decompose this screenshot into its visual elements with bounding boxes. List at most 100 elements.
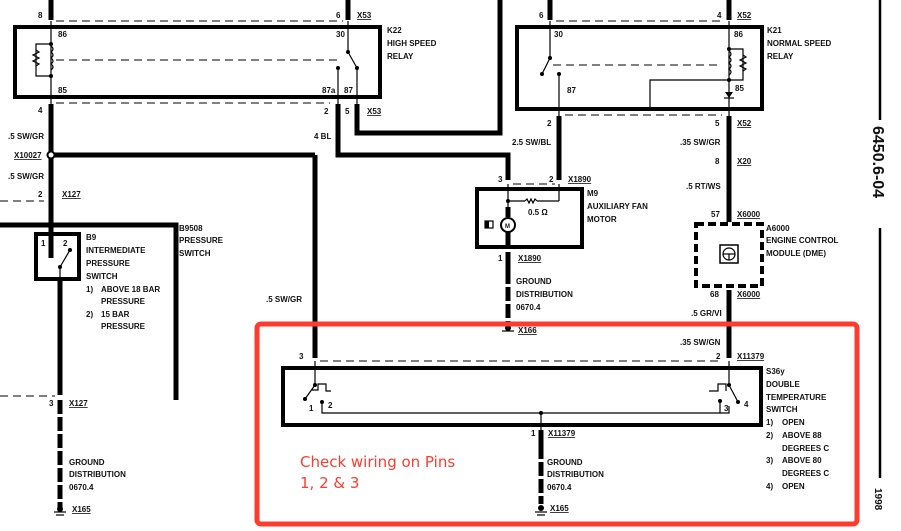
ground-right-line3: 0670.4 xyxy=(547,483,572,492)
k22-high-speed-relay xyxy=(13,0,511,180)
ground-mid-line2: DISTRIBUTION xyxy=(516,290,573,299)
highlight-box xyxy=(254,321,860,527)
m9-x1890-bottom: X1890 xyxy=(518,254,542,263)
x20-connector: X20 xyxy=(737,157,752,166)
k22-x53-bottom-connector: X53 xyxy=(367,107,382,116)
s36y-state-1-text: OPEN xyxy=(782,418,805,427)
ground-left-line1: GROUND xyxy=(69,458,105,467)
ground-mid-line3: 0670.4 xyxy=(516,303,541,312)
b9-id: B9 xyxy=(86,233,97,242)
wire-gr-vi: .5 GR/VI xyxy=(691,309,722,318)
page-year: 1998 xyxy=(872,488,883,511)
k21-pin-87-label: 87 xyxy=(567,86,576,95)
s36y-state-3-num: 3) xyxy=(766,456,773,465)
ground-right-line2: DISTRIBUTION xyxy=(547,470,604,479)
s36y-state-3-text2: DEGREES C xyxy=(782,469,829,478)
k21-85-conn-pin: 5 xyxy=(715,119,720,128)
k22-name-line1: HIGH SPEED xyxy=(387,39,437,48)
k22-pin-30-label: 30 xyxy=(336,30,345,39)
m9-auxiliary-fan-motor xyxy=(475,183,584,332)
k22-name-line2: RELAY xyxy=(387,52,414,61)
b9-state-1-num: 1) xyxy=(86,285,93,294)
wire-2-5-sw-bl: 2.5 SW/BL xyxy=(512,138,551,147)
k22-pin-86-label: 86 xyxy=(58,30,67,39)
k22-87a-conn-pin: 2 xyxy=(324,107,329,116)
s36y-state-4-text: OPEN xyxy=(782,482,805,491)
a6000-name-line2: MODULE (DME) xyxy=(766,249,826,258)
x127-connector-bottom: X127 xyxy=(69,399,88,408)
k22-pin-87-label: 87 xyxy=(344,86,353,95)
b9508-name-line2: SWITCH xyxy=(179,249,211,258)
s36y-state-1-num: 1) xyxy=(766,418,773,427)
motor-icon: M xyxy=(505,224,510,230)
a6000-name-line1: ENGINE CONTROL xyxy=(766,236,839,245)
a6000-id: A6000 xyxy=(766,224,790,233)
ground-left-x165: X165 xyxy=(72,505,91,514)
m9-conn-pin-3: 3 xyxy=(498,175,503,184)
k21-pin-30-label: 30 xyxy=(554,30,563,39)
b9-pin-2: 2 xyxy=(63,239,68,248)
k22-pin-87a-label: 87a xyxy=(322,86,336,95)
s36y-pin-4: 4 xyxy=(744,400,749,409)
k21-id: K21 xyxy=(767,26,782,35)
k21-86-conn-pin: 4 xyxy=(717,11,722,20)
a6000-pin-68: 68 xyxy=(710,290,719,299)
left-circuit xyxy=(0,104,315,516)
wire-rt-ws: .5 RT/WS xyxy=(686,182,721,191)
s36y-pin-3: 3 xyxy=(724,404,729,413)
s36y-x11379-top: X11379 xyxy=(737,352,765,361)
b9-pin-1: 1 xyxy=(41,239,46,248)
b9-state-1-text2: PRESSURE xyxy=(101,297,146,306)
b9-state-2-num: 2) xyxy=(86,310,93,319)
b9-state-2-text2: PRESSURE xyxy=(101,322,146,331)
m9-name-line2: MOTOR xyxy=(587,215,617,224)
ground-left-line2: DISTRIBUTION xyxy=(69,470,126,479)
x127-pin-3: 3 xyxy=(49,399,54,408)
s36y-double-temperature-switch xyxy=(281,360,763,516)
s36y-conn-pin-3: 3 xyxy=(299,352,304,361)
s36y-name-line2: TEMPERATURE xyxy=(766,393,827,402)
b9-state-1-text1: ABOVE 18 BAR xyxy=(101,285,160,294)
s36y-state-2-text1: ABOVE 88 xyxy=(782,431,822,440)
x127-pin-2: 2 xyxy=(38,190,43,199)
wire-4bl-label: 4 BL xyxy=(314,132,331,141)
ground-right-x165: X165 xyxy=(550,504,569,513)
s36y-state-2-num: 2) xyxy=(766,431,773,440)
s36y-state-4-num: 4) xyxy=(766,482,773,491)
splice-x10027: X10027 xyxy=(14,151,42,160)
k21-87-conn-pin: 2 xyxy=(547,119,552,128)
s36y-conn-pin-2: 2 xyxy=(716,352,721,361)
a6000-x6000-top: X6000 xyxy=(737,210,761,219)
wire-35-sw-gr: .35 SW/GR xyxy=(680,138,721,147)
k22-87-conn-pin: 5 xyxy=(345,107,350,116)
s36y-id: S36y xyxy=(766,367,785,376)
ground-mid-line1: GROUND xyxy=(516,277,552,286)
annotation-line2: 1, 2 & 3 xyxy=(300,474,359,492)
k22-x53-top-connector: X53 xyxy=(357,11,372,20)
b9-name-line2: PRESSURE xyxy=(86,259,131,268)
k21-x52-top-connector: X52 xyxy=(737,11,752,20)
wire-sw-gr-1: .5 SW/GR xyxy=(8,132,44,141)
s36y-x11379-bottom: X11379 xyxy=(548,429,576,438)
x127-connector-top: X127 xyxy=(62,190,81,199)
b9508-name-line1: PRESSURE xyxy=(179,236,224,245)
a6000-x6000-bottom: X6000 xyxy=(737,290,761,299)
m9-conn-pin-1: 1 xyxy=(498,254,503,263)
m9-conn-pin-2: 2 xyxy=(549,175,554,184)
m9-name-line1: AUXILIARY FAN xyxy=(587,202,648,211)
ground-left-line3: 0670.4 xyxy=(69,483,94,492)
b9-name-line1: INTERMEDIATE xyxy=(86,246,146,255)
k22-x53-top-pin: 6 xyxy=(336,11,341,20)
k21-pin-86-label: 86 xyxy=(734,30,743,39)
k21-name-line1: NORMAL SPEED xyxy=(767,39,832,48)
s36y-state-2-text2: DEGREES C xyxy=(782,444,829,453)
m9-resistor-value: 0.5 Ω xyxy=(528,208,548,217)
s36y-pin-1: 1 xyxy=(309,404,314,413)
ground-right-line1: GROUND xyxy=(547,458,583,467)
s36y-name-line3: SWITCH xyxy=(766,405,798,414)
a6000-pin-57: 57 xyxy=(711,210,720,219)
b9508-id: B9508 xyxy=(179,224,203,233)
b9-state-2-text1: 15 BAR xyxy=(101,310,130,319)
s36y-state-3-text1: ABOVE 80 xyxy=(782,456,822,465)
